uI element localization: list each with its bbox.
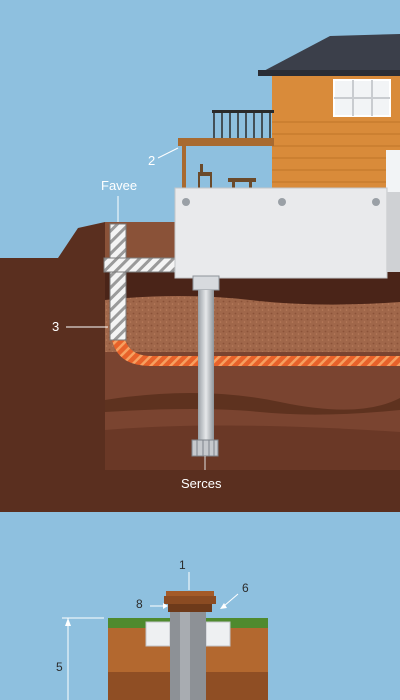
label-pier-caption: Serces bbox=[181, 476, 222, 491]
roof-fascia bbox=[258, 70, 400, 76]
roof bbox=[258, 34, 400, 76]
pier-shaft bbox=[198, 290, 214, 440]
label-detail-right: 6 bbox=[242, 581, 249, 595]
deck-chair bbox=[198, 164, 212, 188]
label-deck-callout: 2 bbox=[148, 153, 156, 168]
detail-beam-lower bbox=[168, 604, 212, 612]
pier-base-ribs bbox=[196, 440, 215, 456]
balcony-railing-bars bbox=[213, 112, 271, 138]
vent-pipe-horizontal bbox=[103, 257, 177, 273]
anchor-bolt bbox=[372, 198, 380, 206]
balcony-railing-top bbox=[212, 110, 274, 113]
pier-cap bbox=[192, 275, 220, 291]
ground-left-slope bbox=[0, 222, 105, 512]
anchor-bolt bbox=[278, 198, 286, 206]
label-detail-top: 1 bbox=[179, 558, 186, 572]
deck-post bbox=[182, 144, 186, 192]
anchor-bolt bbox=[182, 198, 190, 206]
detail-beam-top bbox=[166, 591, 214, 596]
deck-roof-beam bbox=[178, 138, 274, 146]
soil-strata-line bbox=[105, 392, 400, 415]
house-door bbox=[386, 150, 400, 192]
detail-block-right bbox=[205, 621, 231, 647]
vent-pipe-vertical bbox=[109, 223, 127, 341]
foundation-wall-side bbox=[387, 192, 400, 272]
detail-block-left bbox=[145, 621, 171, 647]
deck-table bbox=[228, 178, 256, 182]
label-pipe-callout: 3 bbox=[52, 319, 60, 334]
label-detail-height: 5 bbox=[56, 660, 63, 674]
ground-base bbox=[0, 470, 400, 512]
soil-bottom-layer bbox=[105, 425, 400, 470]
deck-callout-leader bbox=[157, 147, 179, 159]
soil-speckled-layer bbox=[105, 296, 400, 352]
label-detail-left: 8 bbox=[136, 597, 143, 611]
label-top-left: Favee bbox=[101, 178, 138, 193]
detail-beam bbox=[164, 596, 216, 604]
orange-pipe bbox=[112, 336, 400, 366]
siding-lines bbox=[272, 121, 400, 183]
detail-pier-highlight bbox=[180, 612, 190, 700]
detail-right-leader bbox=[223, 593, 239, 607]
